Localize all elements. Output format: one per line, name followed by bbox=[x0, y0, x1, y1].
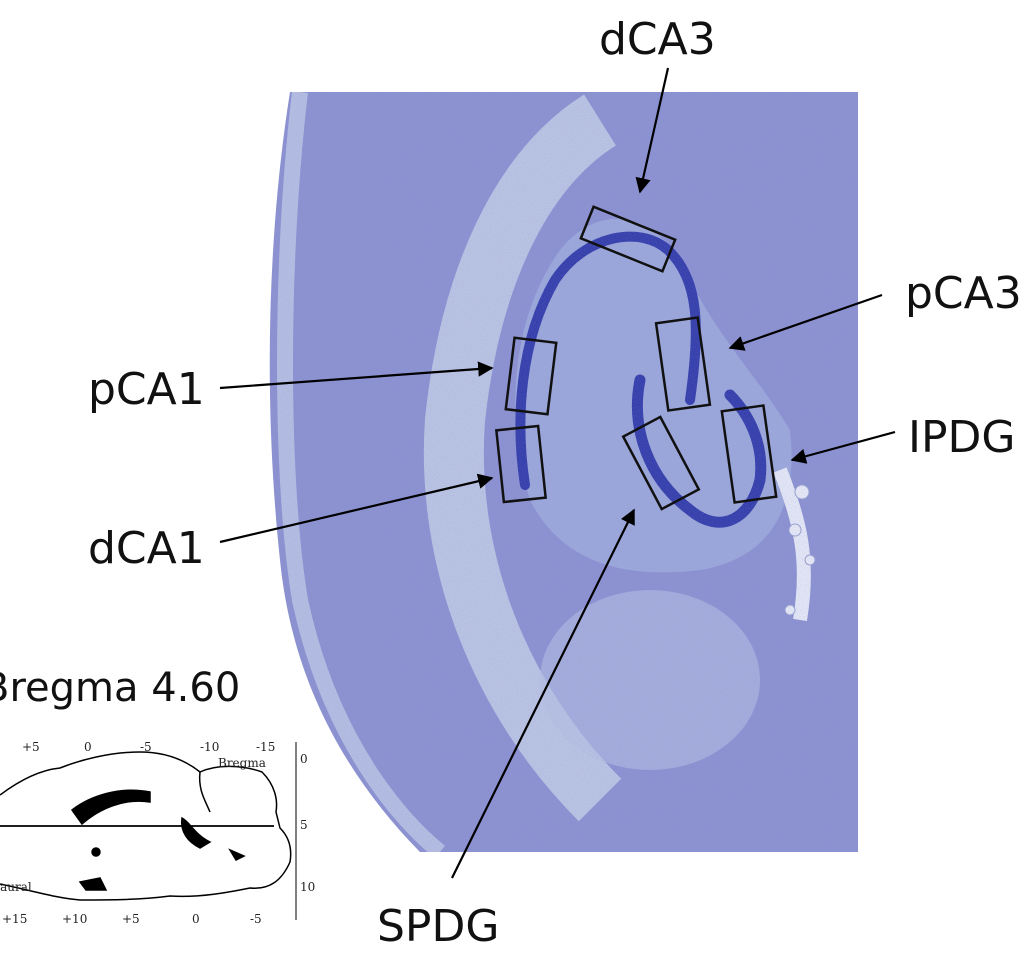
label-pca1: pCA1 bbox=[88, 364, 205, 415]
atlas-bottom-tick: 0 bbox=[192, 912, 200, 926]
arrow-spdg bbox=[451, 508, 635, 879]
box-spdg bbox=[621, 415, 701, 511]
arrow-dca3 bbox=[635, 67, 670, 194]
histology-section bbox=[269, 92, 858, 852]
filled-structure bbox=[70, 789, 151, 826]
filled-structure bbox=[180, 816, 212, 849]
atlas-top-tick: 0 bbox=[84, 740, 92, 754]
label-pca3: pCA3 bbox=[905, 268, 1022, 319]
box-pca3 bbox=[654, 316, 712, 412]
atlas-interaural-tag: Interaural bbox=[0, 880, 32, 894]
atlas-side-tick: 10 bbox=[300, 880, 316, 894]
sampling-boxes bbox=[494, 205, 778, 511]
box-pca1 bbox=[504, 336, 558, 416]
filled-structure bbox=[91, 847, 101, 857]
box-dca1 bbox=[494, 424, 548, 504]
atlas-inset bbox=[0, 742, 297, 920]
atlas-bottom-tick: +10 bbox=[62, 912, 88, 926]
arrow-dca1 bbox=[219, 473, 494, 544]
cerebellum-line bbox=[198, 771, 211, 813]
atlas-bregma-tag: Bregma bbox=[218, 756, 266, 770]
atlas-bottom-tick: +5 bbox=[122, 912, 140, 926]
label-ipdg: IPDG bbox=[908, 412, 1016, 463]
atlas-top-tick: +5 bbox=[22, 740, 40, 754]
atlas-bottom-tick: +15 bbox=[2, 912, 28, 926]
brain-outline bbox=[0, 751, 292, 901]
atlas-top-tick: -10 bbox=[200, 740, 220, 754]
stain-texture bbox=[269, 92, 858, 852]
box-dca3 bbox=[579, 205, 677, 273]
label-spdg: SPDG bbox=[377, 901, 500, 952]
arrow-pca1 bbox=[219, 361, 494, 390]
atlas-top-tick: -5 bbox=[140, 740, 152, 754]
label-dca1: dCA1 bbox=[88, 523, 205, 574]
filled-structure bbox=[228, 848, 246, 861]
filled-structure bbox=[78, 877, 108, 891]
arrow-ipdg bbox=[790, 430, 896, 464]
arrow-pca3 bbox=[728, 293, 883, 351]
atlas-section-label: Bregma 4.60 bbox=[0, 665, 241, 711]
box-ipdg bbox=[720, 404, 778, 504]
atlas-top-tick: -15 bbox=[256, 740, 276, 754]
atlas-side-tick: 0 bbox=[300, 752, 308, 766]
atlas-side-tick: 5 bbox=[300, 818, 308, 832]
atlas-bottom-tick: -5 bbox=[250, 912, 262, 926]
label-dca3: dCA3 bbox=[599, 14, 716, 65]
pointer-arrows bbox=[219, 67, 896, 879]
